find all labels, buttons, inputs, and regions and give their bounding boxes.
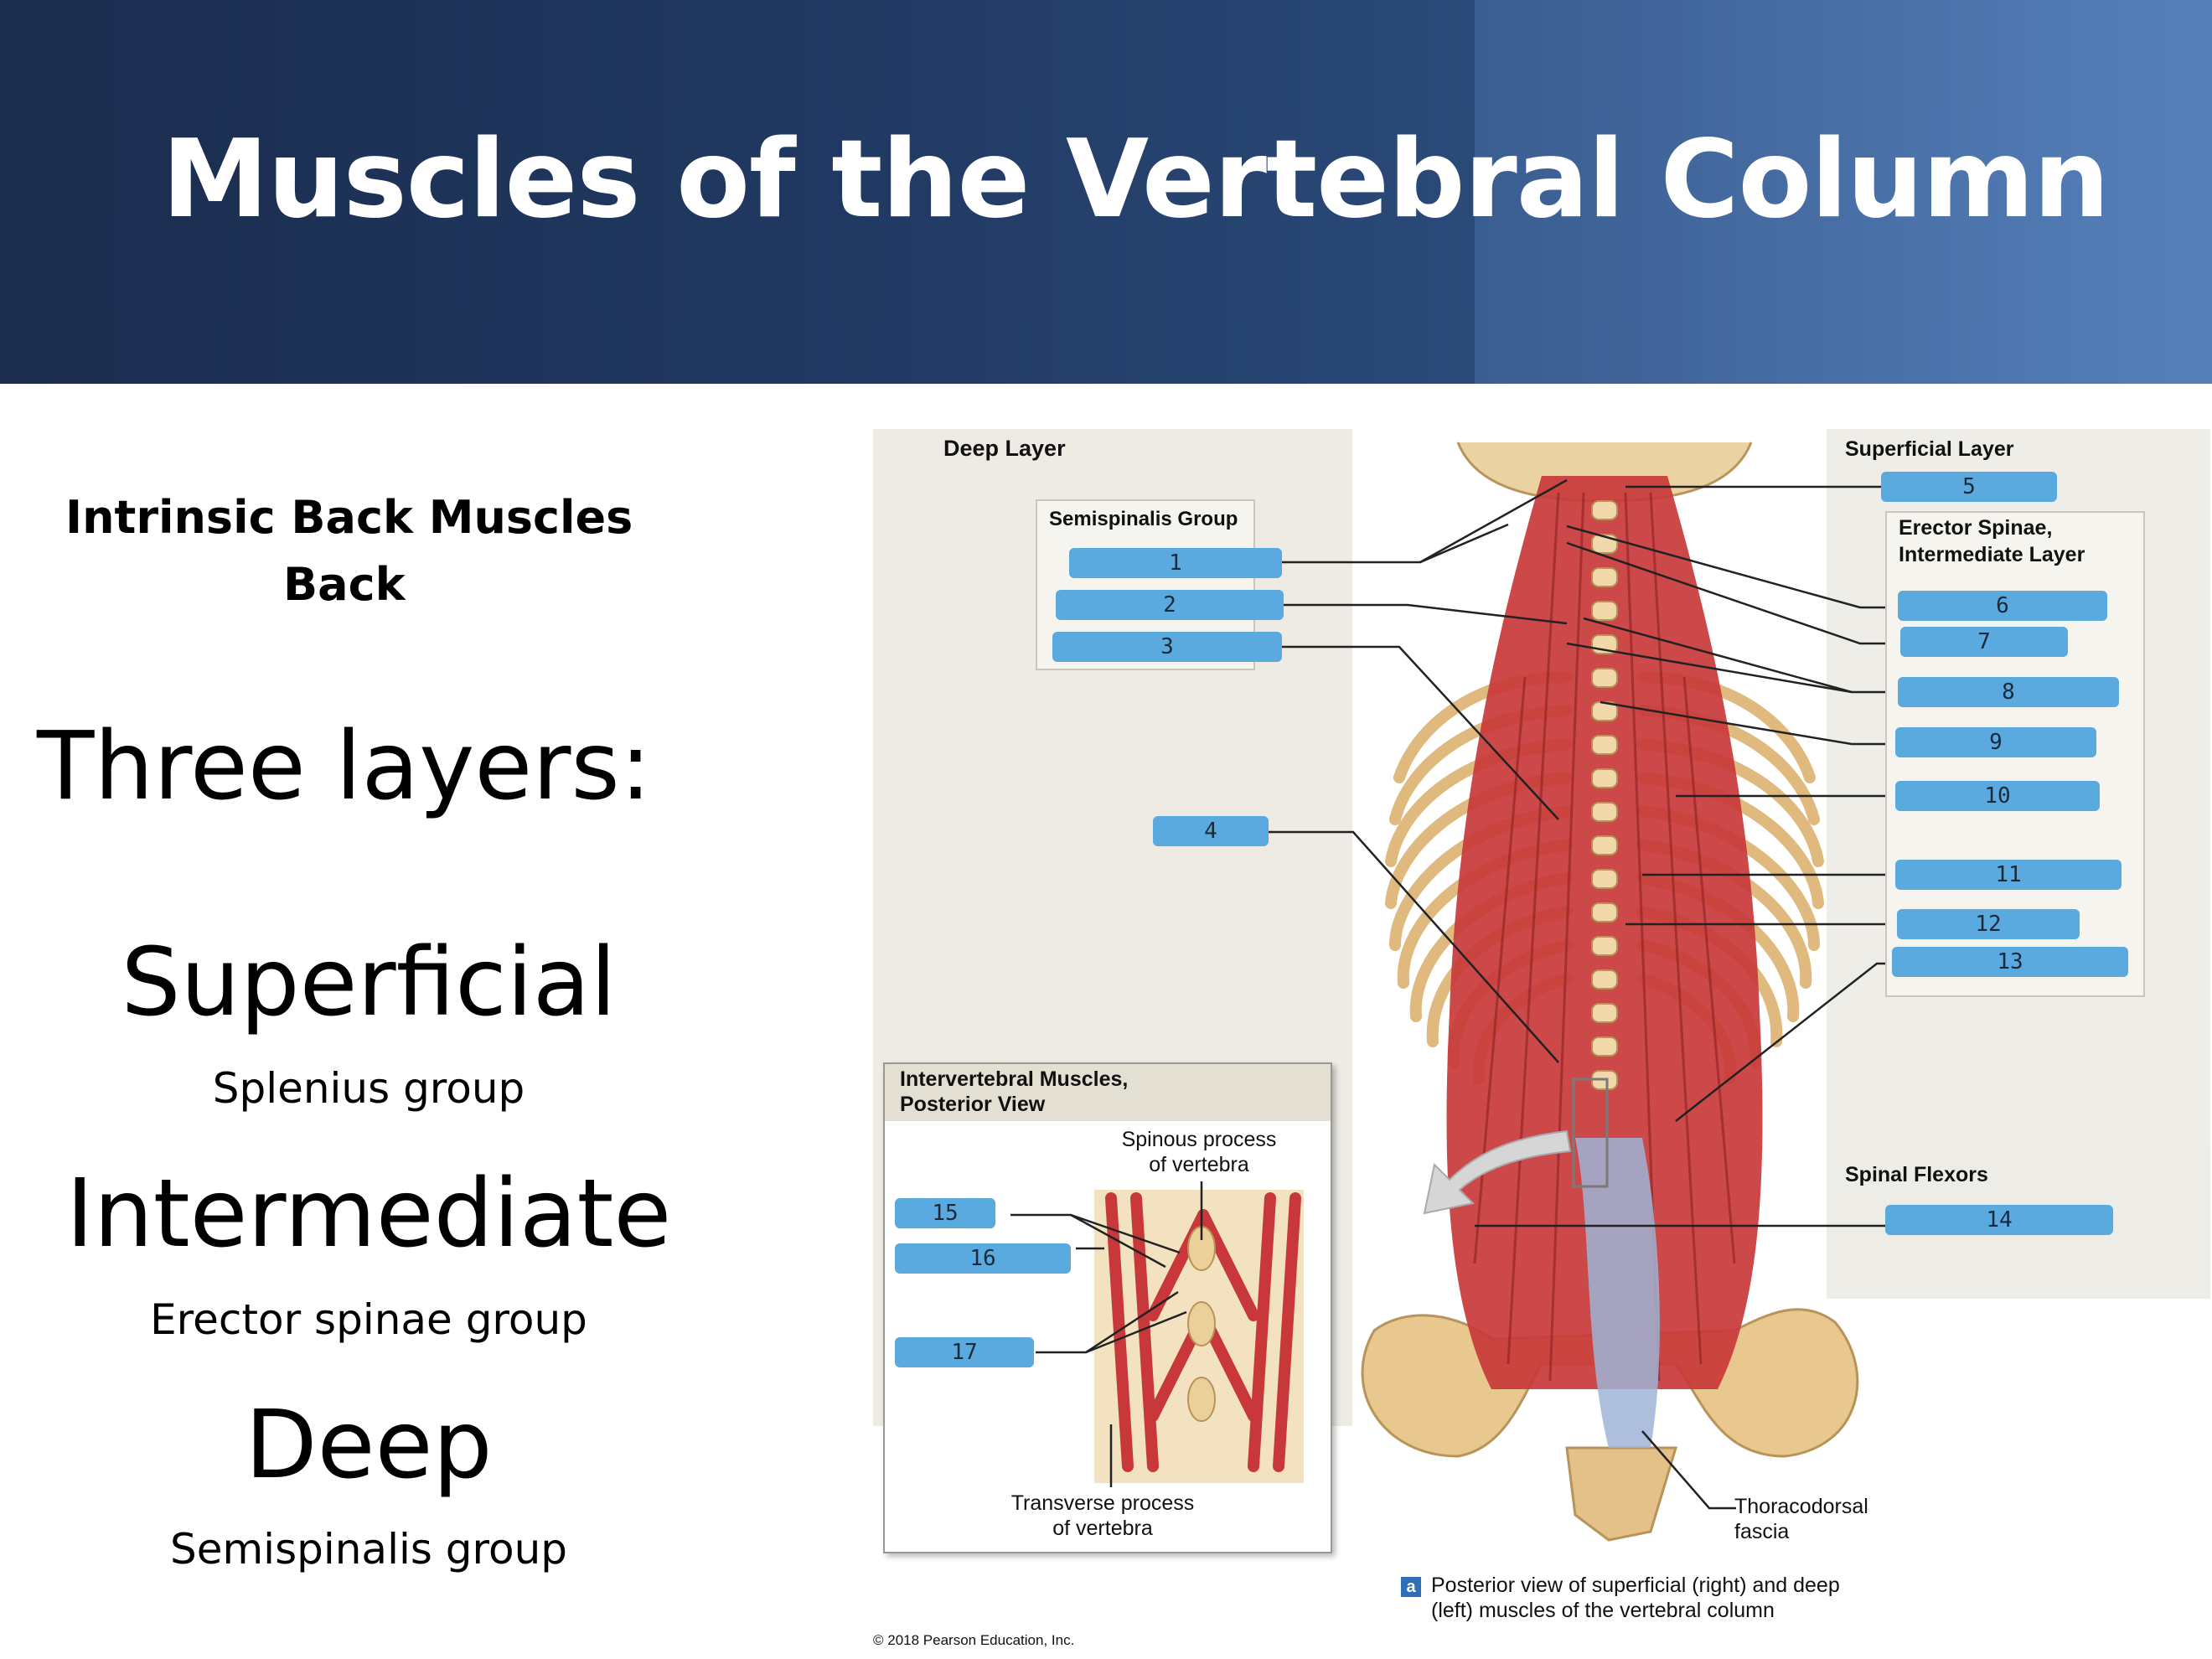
slide-title: Muscles of the Vertebral Column [162, 117, 2110, 242]
superficial-layer-title: Superficial Layer [1845, 437, 2014, 461]
label-15[interactable]: 15 [895, 1198, 995, 1228]
label-9[interactable]: 9 [1895, 727, 2096, 757]
spinous-label-2: of vertebra [1149, 1153, 1249, 1176]
layer-deep-group: Semispinalis group [169, 1525, 568, 1574]
layer-superficial: Superficial [121, 928, 617, 1037]
copyright-text: © 2018 Pearson Education, Inc. [873, 1632, 1075, 1648]
intrinsic-line-2: Back [283, 558, 406, 611]
layer-intermediate: Intermediate [65, 1160, 672, 1269]
label-8[interactable]: 8 [1898, 677, 2119, 707]
figure-caption-2: (left) muscles of the vertebral column [1431, 1599, 1775, 1622]
layer-intermediate-group: Erector spinae group [150, 1295, 587, 1344]
thoracodorsal-label-2: fascia [1734, 1520, 1790, 1543]
erector-title-2: Intermediate Layer [1899, 543, 2085, 566]
deep-layer-title: Deep Layer [943, 436, 1066, 461]
label-16[interactable]: 16 [895, 1243, 1071, 1274]
figure-part-badge: a [1401, 1577, 1421, 1597]
intrinsic-line-1: Intrinsic Back Muscles [65, 491, 633, 544]
inset-title-2: Posterior View [900, 1093, 1046, 1116]
spinal-flexors-title: Spinal Flexors [1845, 1163, 1988, 1186]
thoracodorsal-label-1: Thoracodorsal [1734, 1495, 1868, 1518]
label-11[interactable]: 11 [1895, 860, 2122, 890]
banner-highlight [1475, 0, 2212, 384]
figure-caption-1: Posterior view of superficial (right) an… [1431, 1574, 1840, 1597]
spinous-label-1: Spinous process [1121, 1128, 1277, 1151]
inset-illustration [1010, 1181, 1304, 1487]
intrinsic-heading: Intrinsic Back Muscles Back [65, 484, 633, 618]
transverse-label-1: Transverse process [1010, 1491, 1195, 1515]
inset-header [885, 1064, 1331, 1121]
label-7[interactable]: 7 [1900, 627, 2068, 657]
layer-deep: Deep [245, 1391, 493, 1500]
label-1[interactable]: 1 [1069, 548, 1282, 578]
label-12[interactable]: 12 [1897, 909, 2080, 939]
label-6[interactable]: 6 [1898, 591, 2107, 621]
intervertebral-inset: Intervertebral Muscles, Posterior View S… [883, 1062, 1332, 1553]
label-4[interactable]: 4 [1153, 816, 1269, 846]
anatomy-figure: Deep Layer Semispinalis Group 1 2 3 4 Su… [871, 426, 2212, 1659]
semispinalis-title: Semispinalis Group [1049, 508, 1238, 530]
title-banner: Muscles of the Vertebral Column [0, 0, 2212, 384]
label-10[interactable]: 10 [1895, 781, 2100, 811]
label-2[interactable]: 2 [1056, 590, 1284, 620]
erector-title-1: Erector Spinae, [1899, 516, 2053, 540]
label-17[interactable]: 17 [895, 1337, 1034, 1367]
inset-title-1: Intervertebral Muscles, [900, 1067, 1129, 1091]
layer-superficial-group: Splenius group [212, 1064, 525, 1113]
transverse-label-2: of vertebra [1052, 1517, 1153, 1540]
label-14[interactable]: 14 [1885, 1205, 2113, 1235]
three-layers-heading: Three layers: [37, 712, 652, 821]
label-3[interactable]: 3 [1052, 632, 1282, 662]
label-13[interactable]: 13 [1892, 947, 2128, 977]
label-5[interactable]: 5 [1881, 472, 2057, 502]
